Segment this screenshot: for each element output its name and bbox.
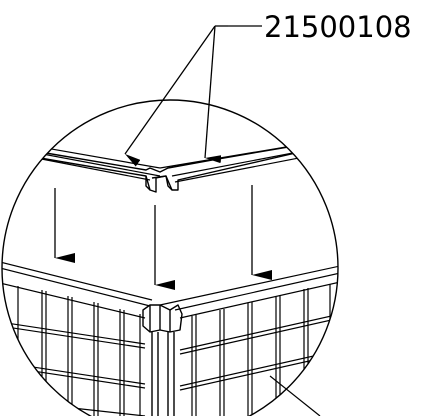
lower-panel-right: [159, 265, 338, 416]
corner-post: [142, 304, 183, 416]
detail-view-contents: [2, 137, 338, 416]
lower-panel-left: [2, 261, 153, 416]
callout-arrow-right: [204, 25, 222, 164]
channel-cap-strip: [39, 144, 301, 193]
part-number-label: 21500108: [264, 10, 412, 44]
installation-arrows: [54, 185, 272, 290]
callout-arrow-left: [124, 25, 216, 167]
detail-leader-line: [269, 375, 321, 416]
detail-circle: [1, 99, 339, 416]
part-callout-leaders: [124, 25, 262, 167]
top-panel-right: [159, 137, 338, 183]
